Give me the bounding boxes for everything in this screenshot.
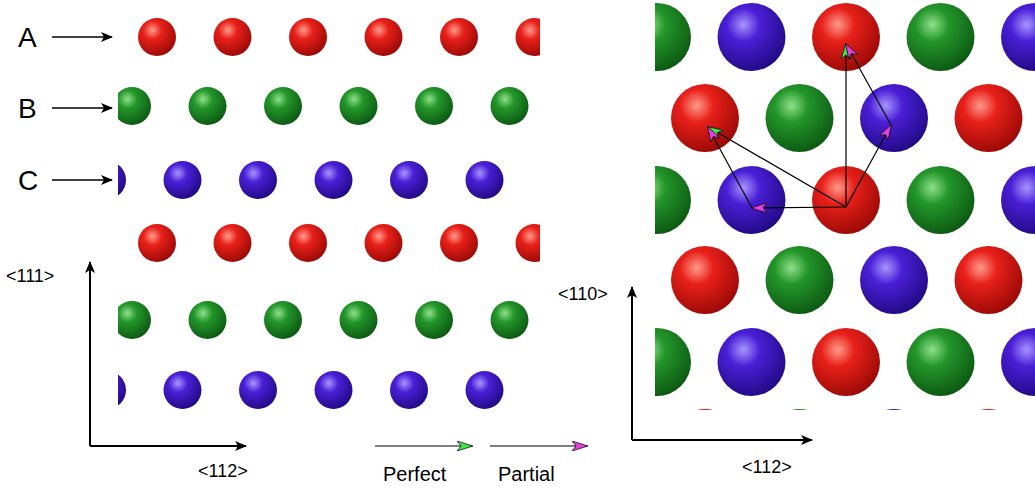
atom <box>189 87 227 125</box>
atom <box>118 161 126 199</box>
atom <box>1001 328 1035 396</box>
atom <box>671 246 739 314</box>
atom <box>907 328 975 396</box>
atom <box>118 371 126 409</box>
atom <box>390 371 428 409</box>
atom <box>390 161 428 199</box>
atom <box>655 328 691 396</box>
atom <box>264 301 302 339</box>
axis-label: <112> <box>742 458 792 476</box>
legend-text: Perfect <box>383 464 446 484</box>
atom <box>907 166 975 234</box>
atom <box>766 409 834 410</box>
atom <box>118 301 151 339</box>
atom <box>365 224 403 262</box>
atom <box>189 301 227 339</box>
atom <box>315 371 353 409</box>
atom <box>415 301 453 339</box>
atom <box>655 166 691 234</box>
atom <box>671 409 739 410</box>
atom <box>655 3 691 71</box>
axis-label: <111> <box>6 267 54 285</box>
atom <box>214 18 252 56</box>
atom <box>138 224 176 262</box>
atom <box>491 301 529 339</box>
atom <box>955 84 1023 152</box>
atom <box>955 246 1023 314</box>
atom <box>466 161 504 199</box>
atom <box>1001 3 1035 71</box>
atom <box>860 409 928 410</box>
atom <box>907 3 975 71</box>
atom <box>440 18 478 56</box>
atom <box>289 18 327 56</box>
atom <box>860 84 928 152</box>
atom <box>138 18 176 56</box>
atom <box>289 224 327 262</box>
atom <box>955 409 1023 410</box>
atom <box>239 161 277 199</box>
layer-label: C <box>18 167 38 195</box>
atom <box>766 84 834 152</box>
atom <box>340 87 378 125</box>
legend-text: Partial <box>498 464 555 484</box>
atom <box>118 87 151 125</box>
atom <box>812 328 880 396</box>
atom <box>860 246 928 314</box>
atom <box>766 246 834 314</box>
atom <box>164 161 202 199</box>
atom <box>315 161 353 199</box>
atom <box>1001 166 1035 234</box>
atom <box>214 224 252 262</box>
atom <box>440 224 478 262</box>
atom <box>239 371 277 409</box>
atom <box>516 224 541 262</box>
atom <box>365 18 403 56</box>
layer-label: B <box>18 95 37 123</box>
atom <box>671 84 739 152</box>
atom <box>516 18 541 56</box>
layer-label: A <box>18 24 37 52</box>
atom <box>718 3 786 71</box>
axis-label: <112> <box>198 462 248 480</box>
atom <box>466 371 504 409</box>
atom <box>340 301 378 339</box>
atom <box>164 371 202 409</box>
atom <box>718 166 786 234</box>
atom <box>264 87 302 125</box>
axis-label: <110> <box>558 285 608 303</box>
atom <box>491 87 529 125</box>
atom <box>415 87 453 125</box>
atom <box>718 328 786 396</box>
